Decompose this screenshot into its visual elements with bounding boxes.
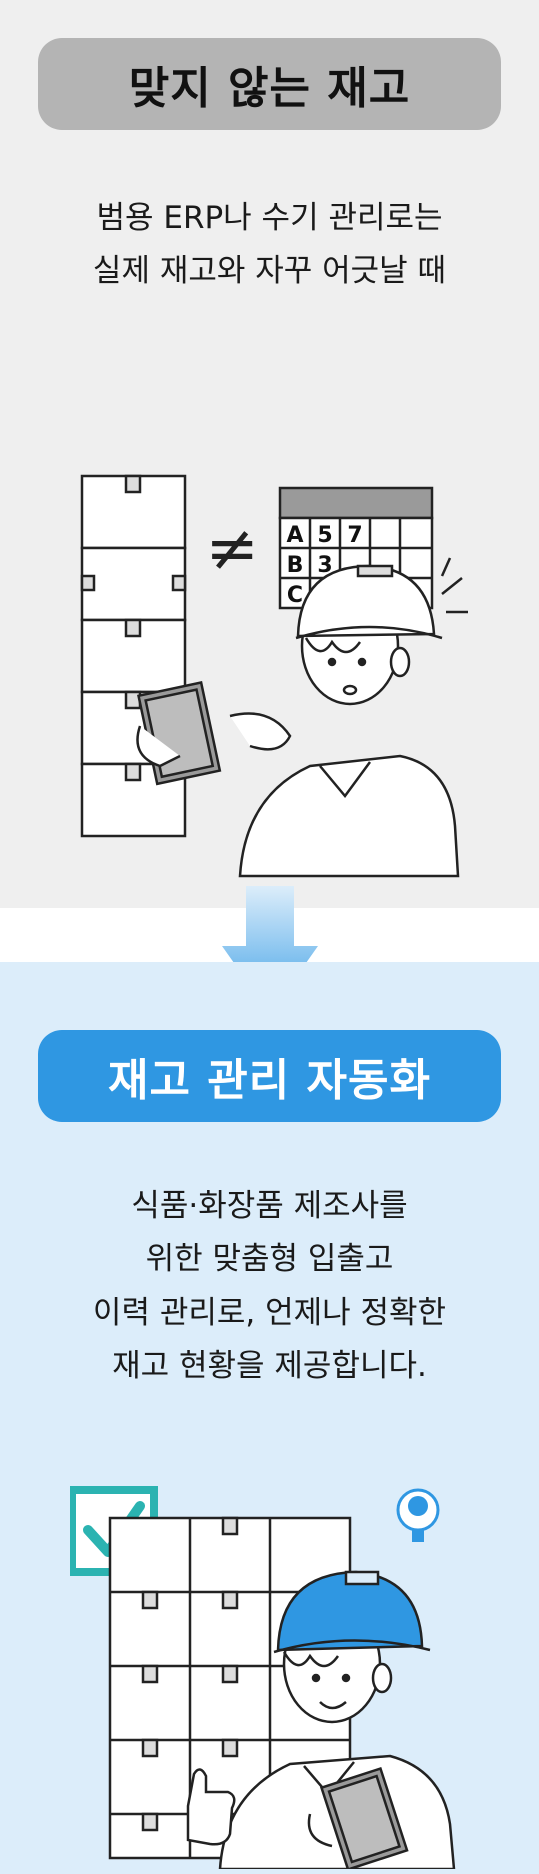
problem-description: 범용 ERP나 수기 관리로는 실제 재고와 자꾸 어긋날 때 [0,192,539,299]
sheet-cell-b2: 3 [317,553,332,578]
sheet-cell-b1: 5 [317,523,332,548]
lightbulb-icon [396,1488,440,1542]
not-equal-sign: ≠ [205,512,259,586]
spreadsheet-icon [278,486,434,610]
stacked-boxes-icon [80,474,187,838]
sheet-cell-a1: A [286,523,303,548]
sheet-cell-c1: 7 [347,523,362,548]
confused-worker-icon [136,557,468,878]
solution-description-line-1: 식품·화장품 제조사를 [131,1188,408,1224]
solution-description-line-3: 이력 관리로, 언제나 정확한 [92,1294,447,1331]
arrow-down-icon [222,886,318,1014]
solution-description-line-2: 위한 맞춤형 입출고 [145,1241,394,1278]
solution-description: 식품·화장품 제조사를 위한 맞춤형 입출고 이력 관리로, 언제나 정확한 재… [0,1180,539,1393]
problem-title: 맞지 않는 재고 [38,38,501,130]
problem-description-line-2: 실제 재고와 자꾸 어긋날 때 [92,253,447,290]
problem-illustration: ≠ A 5 7 B 3 C [80,474,468,878]
sheet-cell-a3: C [287,583,303,608]
happy-worker-icon [186,1570,456,1869]
problem-description-line-1: 범용 ERP나 수기 관리로는 [96,200,443,236]
solution-description-line-4: 재고 현황을 제공합니다. [112,1347,427,1384]
sheet-cell-a2: B [287,553,304,578]
solution-illustration [70,1486,456,1869]
solution-title: 재고 관리 자동화 [38,1030,501,1122]
